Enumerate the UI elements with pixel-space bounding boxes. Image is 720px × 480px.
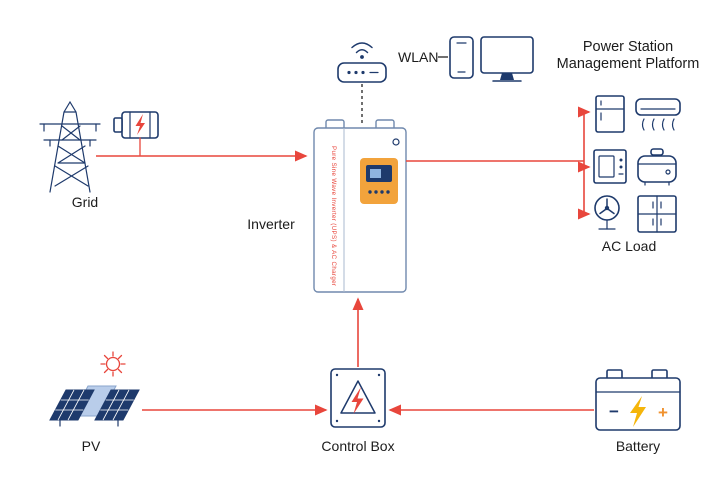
air-conditioner-icon	[635, 98, 681, 131]
rice-cooker-icon	[637, 148, 677, 186]
solar-panel-icon	[49, 385, 140, 427]
inverter-button	[386, 190, 390, 194]
inverter-side-text: Pure Sine Wave Inverter (UPS) & AC Charg…	[330, 146, 337, 286]
oven-icon	[593, 149, 627, 184]
cabinet-fridge-icon	[637, 195, 677, 233]
wifi-icon	[351, 42, 373, 59]
control-box-icon	[330, 368, 386, 428]
inverter-button	[374, 190, 378, 194]
control-box-label: Control Box	[321, 438, 394, 454]
battery-label: Battery	[616, 438, 660, 454]
battery-plus-sign: +	[658, 403, 668, 422]
battery-icon: − +	[595, 369, 681, 431]
platform-label-line2: Management Platform	[557, 56, 700, 72]
inverter-button	[380, 190, 384, 194]
router-icon	[337, 62, 387, 83]
generator-icon	[113, 111, 159, 156]
fridge-icon	[595, 95, 625, 133]
battery-minus-sign: −	[609, 402, 619, 421]
grid-tower-icon	[39, 100, 101, 193]
platform-label-line1: Power Station	[583, 39, 673, 55]
battery-bolt-icon	[630, 396, 646, 427]
ac-load-label: AC Load	[602, 238, 656, 254]
sun-icon	[100, 351, 126, 377]
inverter-button	[368, 190, 372, 194]
grid-label: Grid	[72, 194, 98, 210]
smartphone-icon	[449, 36, 474, 79]
inverter-label: Inverter	[247, 216, 295, 232]
fan-icon	[594, 195, 620, 230]
monitor-icon	[480, 36, 534, 82]
inverter-to-acload-arrows	[406, 106, 591, 220]
inverter-led	[392, 138, 400, 146]
inverter-unit-icon: Pure Sine Wave Inverter (UPS) & AC Charg…	[313, 119, 407, 293]
pv-label: PV	[82, 438, 101, 454]
wlan-label: WLAN	[398, 49, 438, 65]
